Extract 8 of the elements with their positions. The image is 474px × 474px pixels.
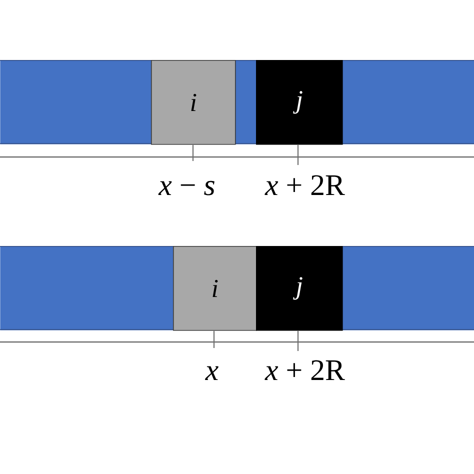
tick-label: x + 2R	[264, 360, 345, 380]
square-box: i	[151, 60, 236, 145]
square-box: j	[256, 246, 343, 331]
square-box: j	[256, 60, 343, 145]
square-box: i	[173, 246, 257, 331]
tick-label: x + 2R	[264, 175, 345, 195]
tick-label: x	[205, 366, 218, 380]
tick-label: x − s	[158, 180, 214, 196]
